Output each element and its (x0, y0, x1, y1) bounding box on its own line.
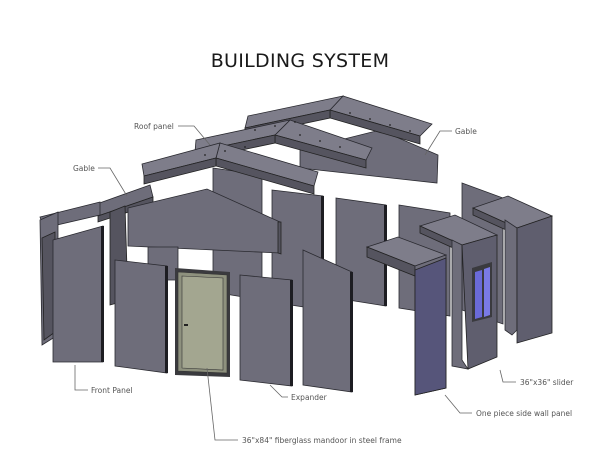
expander-left (239, 274, 293, 387)
front-panel-left (52, 225, 104, 363)
diagram-title: BUILDING SYSTEM (210, 50, 390, 72)
roof-panels (141, 95, 439, 195)
front-panels (52, 225, 168, 374)
label-slider: 36"x36" slider (520, 378, 574, 387)
label-mandoor: 36"x84" fiberglass mandoor in steel fram… (242, 436, 402, 445)
expander-panels (239, 249, 353, 393)
label-expander: Expander (291, 393, 328, 402)
label-roof-panel: Roof panel (134, 122, 174, 131)
expander-right (302, 249, 353, 393)
label-front-panel: Front Panel (91, 386, 133, 395)
label-side-wall: One piece side wall panel (476, 409, 572, 418)
label-gable-right: Gable (455, 127, 477, 136)
label-gable-left: Gable (73, 164, 95, 173)
front-panel-2 (114, 259, 168, 374)
mandoor (175, 268, 230, 377)
side-wall-panel-front (365, 236, 448, 396)
side-wall-panel-slider (418, 214, 499, 370)
side-wall-panel-back (471, 195, 554, 344)
